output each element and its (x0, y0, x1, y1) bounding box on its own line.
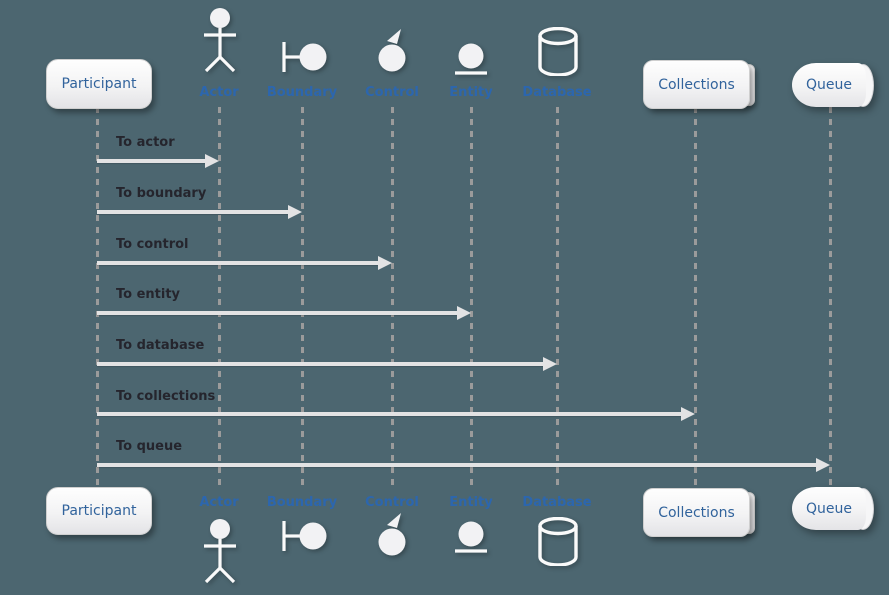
actor-icon-bottom (204, 519, 236, 584)
message-arrowhead-icon-2 (378, 256, 392, 270)
message-arrow-line-4 (97, 362, 545, 366)
lifeline-collections (693, 107, 697, 487)
message-label-5: To collections (116, 389, 216, 404)
actor-label-top: Actor (199, 85, 239, 100)
control-icon-bottom (378, 513, 406, 556)
message-arrow-line-2 (97, 261, 380, 265)
message-label-6: To queue (116, 439, 183, 454)
queue-label-bottom: Queue (806, 500, 852, 517)
entity-icon-top (455, 43, 487, 75)
control-label-bottom: Control (365, 495, 419, 510)
message-arrowhead-icon-3 (457, 306, 471, 320)
message-arrowhead-icon-4 (543, 357, 557, 371)
queue-box-bottom: Queue (792, 487, 876, 530)
boundary-label-top: Boundary (266, 85, 338, 100)
database-label-bottom: Database (522, 495, 592, 510)
participant-box-top: Participant (46, 59, 152, 109)
lifeline-actor (217, 107, 221, 487)
database-label-top: Database (522, 85, 592, 100)
queue-label-top: Queue (806, 77, 852, 93)
message-label-2: To control (116, 237, 189, 252)
message-arrowhead-icon-6 (816, 458, 830, 472)
collections-label-bottom: Collections (658, 504, 735, 521)
queue-box-top: Queue (792, 63, 876, 107)
message-arrowhead-icon-1 (288, 205, 302, 219)
message-arrow-line-0 (97, 159, 207, 163)
boundary-icon-top (282, 42, 327, 72)
participant-label-bottom: Participant (61, 503, 137, 519)
lifeline-control (390, 107, 394, 487)
database-icon-top (538, 27, 578, 76)
collections-box-bottom: Collections (643, 488, 750, 537)
message-arrow-line-5 (97, 412, 683, 416)
lifeline-boundary (300, 107, 304, 487)
entity-icon-bottom (455, 521, 487, 553)
message-label-0: To actor (116, 135, 175, 150)
message-label-1: To boundary (116, 186, 207, 201)
actor-label-bottom: Actor (199, 495, 239, 510)
database-icon-bottom (538, 517, 578, 566)
actor-icon-top (204, 8, 236, 73)
message-label-4: To database (116, 338, 205, 353)
participant-label-top: Participant (61, 76, 137, 92)
entity-label-bottom: Entity (449, 495, 493, 510)
lifeline-participant (95, 107, 99, 487)
boundary-icon-bottom (282, 521, 327, 551)
control-icon-top (378, 29, 406, 72)
lifeline-database (555, 107, 559, 487)
message-arrow-line-3 (97, 311, 459, 315)
lifeline-queue (828, 107, 832, 487)
collections-label-top: Collections (658, 76, 735, 93)
message-arrowhead-icon-5 (681, 407, 695, 421)
boundary-label-bottom: Boundary (266, 495, 338, 510)
control-label-top: Control (365, 85, 419, 100)
entity-label-top: Entity (449, 85, 493, 100)
message-arrowhead-icon-0 (205, 154, 219, 168)
lifeline-entity (469, 107, 473, 487)
message-arrow-line-1 (97, 210, 290, 214)
collections-box-top: Collections (643, 60, 750, 109)
message-label-3: To entity (116, 287, 181, 302)
message-arrow-line-6 (97, 463, 818, 467)
participant-box-bottom: Participant (46, 487, 152, 535)
